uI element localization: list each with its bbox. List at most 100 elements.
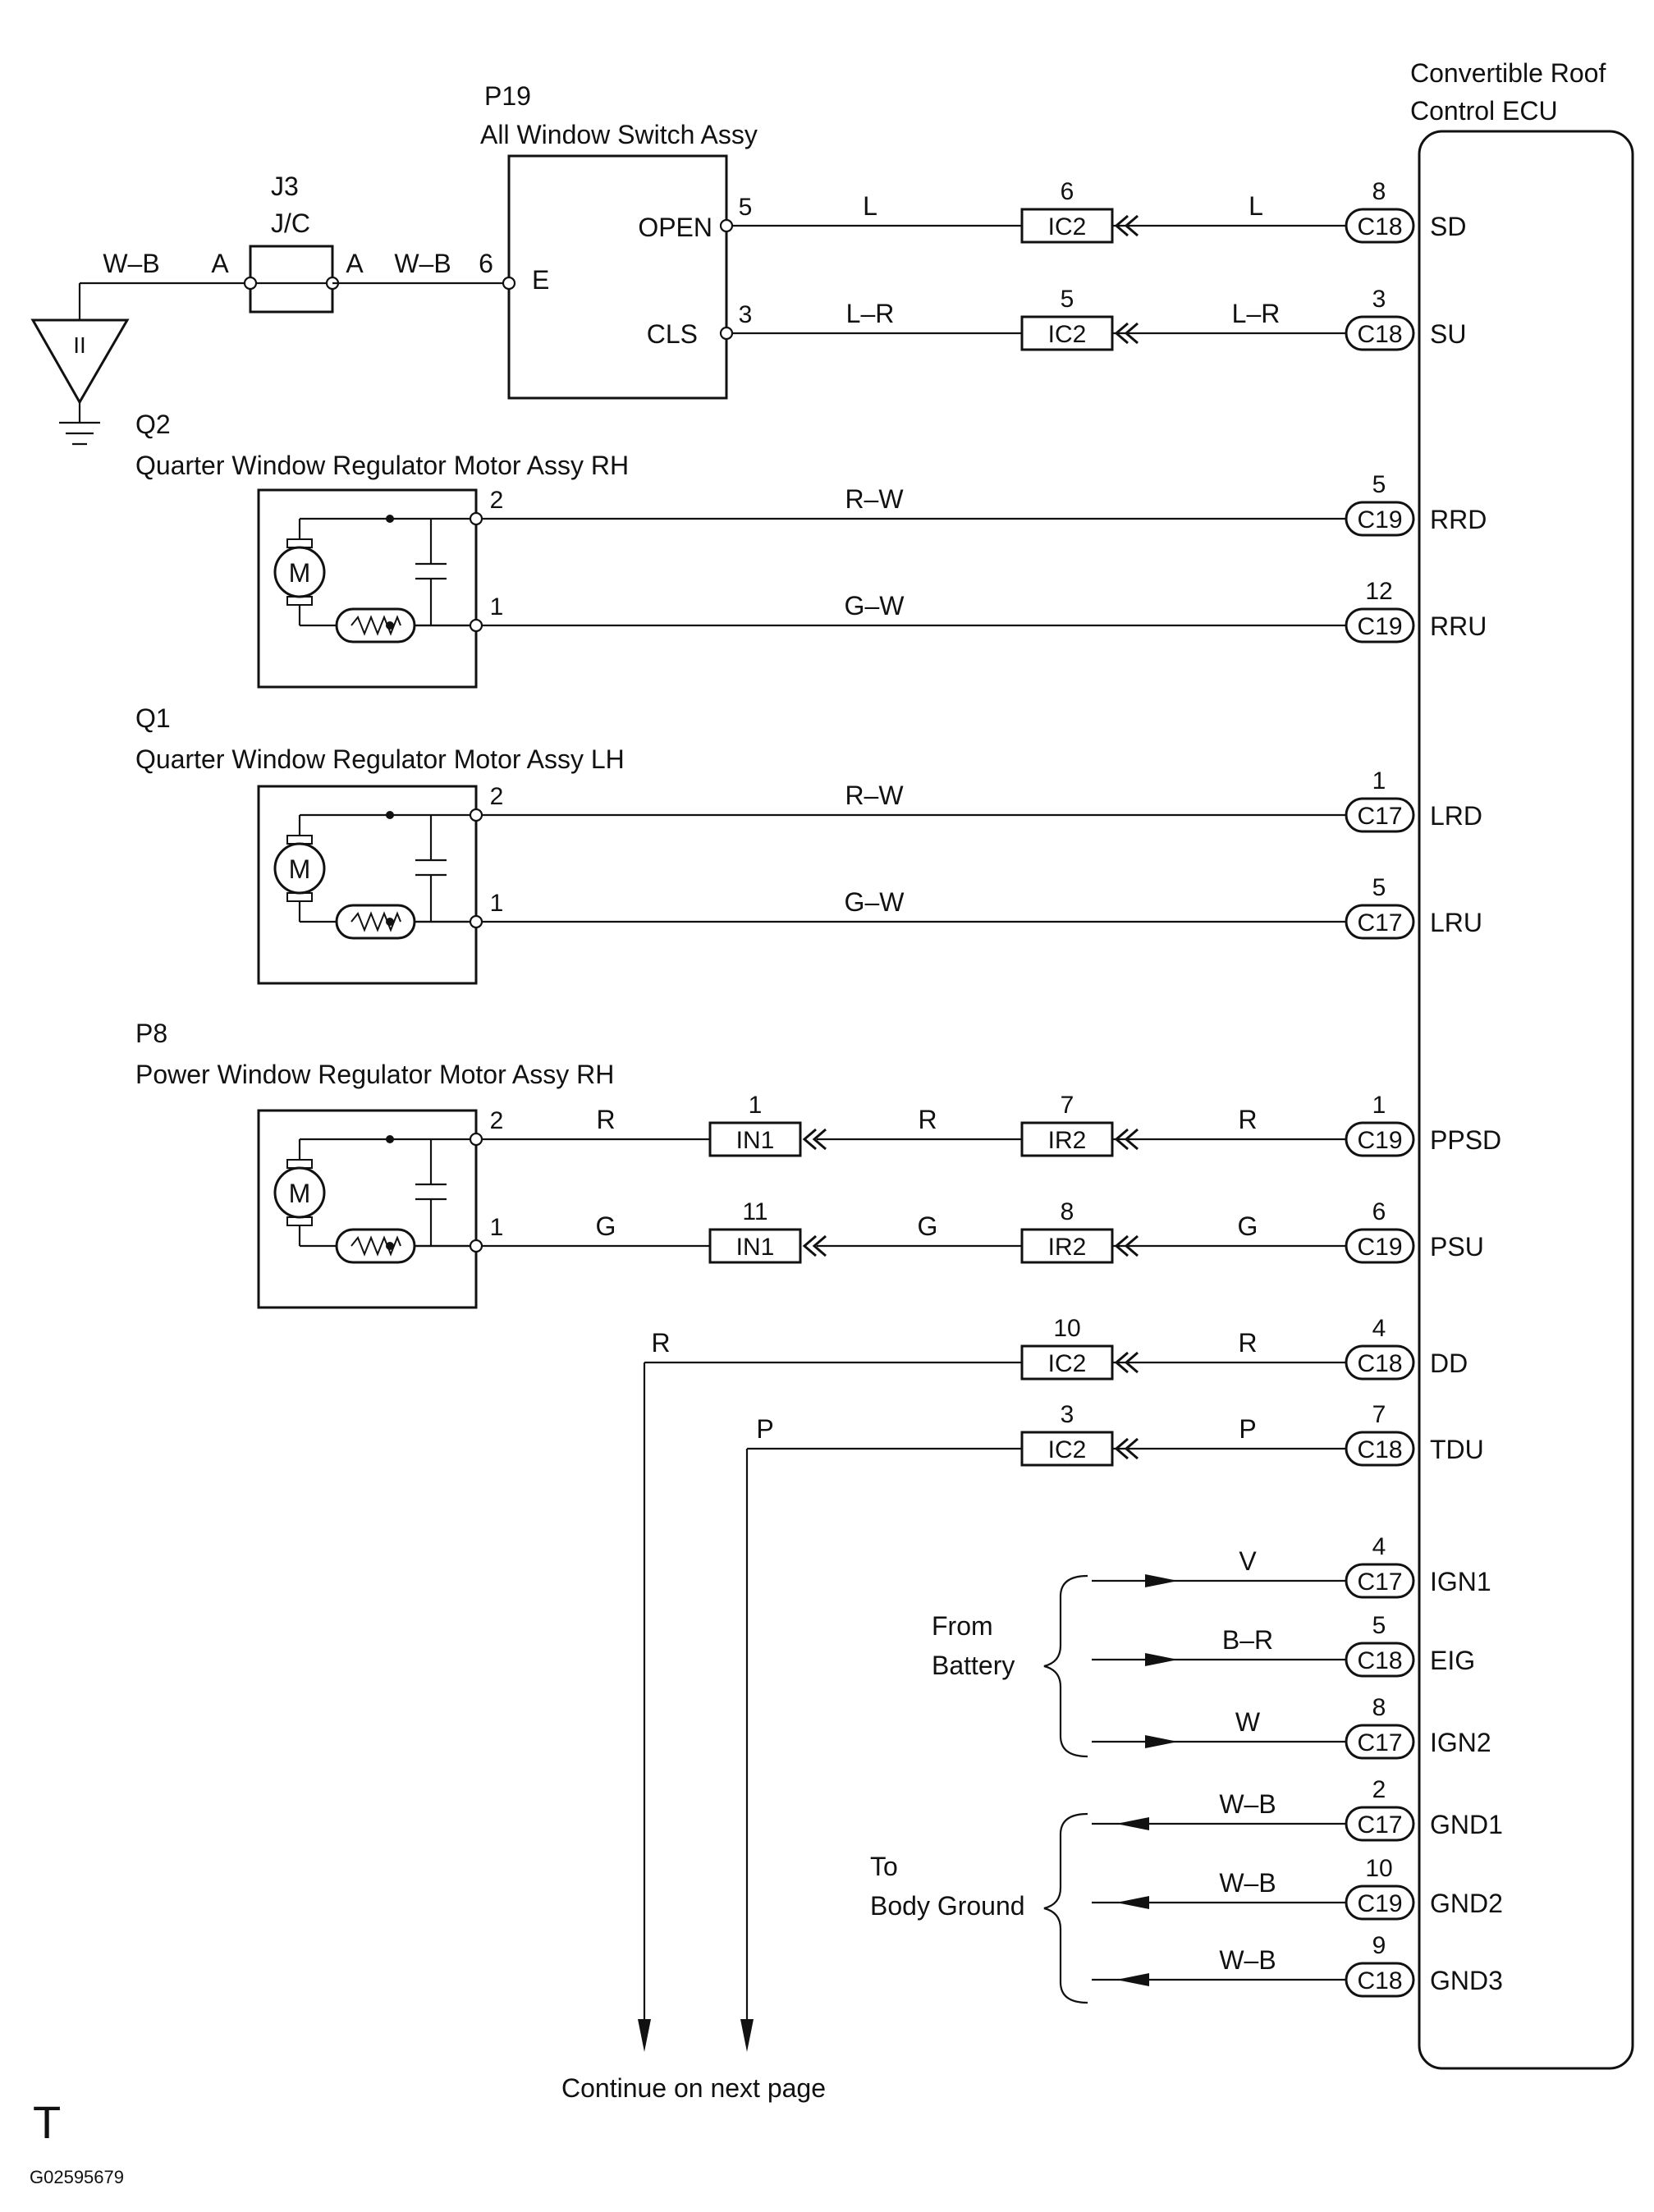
wire-color: G xyxy=(596,1211,616,1241)
ecu-connector-icon xyxy=(1345,904,1415,940)
ecu-terminal: PPSD xyxy=(1430,1125,1501,1155)
ecu-connector-code: C19 xyxy=(1357,613,1402,640)
window-switch: P19 All Window Switch Assy E OPEN CLS xyxy=(480,81,758,400)
svg-text:W–B: W–B xyxy=(394,249,451,278)
ecu-connector-code: C19 xyxy=(1357,506,1402,534)
motor-pin: 1 xyxy=(490,593,504,621)
svg-text:A: A xyxy=(211,249,229,278)
ecu-terminal: IGN1 xyxy=(1430,1567,1491,1596)
ecu-terminal: RRD xyxy=(1430,505,1487,534)
ecu-connector-icon xyxy=(1345,208,1415,244)
motor-q2: Q2 Quarter Window Regulator Motor Assy R… xyxy=(135,410,629,689)
ecu-connector-code: C18 xyxy=(1357,1350,1402,1377)
wire-color: P xyxy=(1239,1414,1256,1444)
inline-connector-code: IC2 xyxy=(1048,1350,1087,1377)
ecu-pin-number: 5 xyxy=(1372,1612,1386,1639)
inline-pin-number: 6 xyxy=(1061,178,1074,205)
motor-pin: 2 xyxy=(490,1107,504,1134)
wire-color: W xyxy=(1235,1707,1261,1737)
ground-group: To Body Ground xyxy=(870,1812,1088,2004)
ground-label: To xyxy=(870,1852,898,1881)
inline-connector-icon xyxy=(1020,208,1114,244)
ecu-terminal: SU xyxy=(1430,319,1466,349)
motor-pin: 1 xyxy=(490,1214,504,1241)
ecu-connector-code: C17 xyxy=(1357,1729,1402,1756)
inline-connector-icon xyxy=(1020,315,1114,351)
battery-group: From Battery xyxy=(932,1574,1088,1758)
inline-pin-number: 8 xyxy=(1061,1198,1074,1225)
junction-code: J3 xyxy=(271,172,299,201)
ecu-terminal: PSU xyxy=(1430,1232,1484,1262)
wire-color: B–R xyxy=(1222,1625,1273,1655)
junction-connector: J3 J/C A A W–B W–B 6 xyxy=(80,172,509,314)
junction-name: J/C xyxy=(271,208,310,238)
ecu-connector-icon xyxy=(1345,1563,1415,1599)
svg-text:CLS: CLS xyxy=(647,319,698,349)
wire-color: R xyxy=(651,1328,670,1358)
switch-pin: 3 xyxy=(739,301,753,328)
wire-color: V xyxy=(1239,1546,1257,1576)
wire-color: R–W xyxy=(845,484,904,514)
manufacturer-logo: T xyxy=(33,2096,61,2148)
inline-connector-icon xyxy=(708,1228,802,1264)
ecu-pin-number: 4 xyxy=(1372,1533,1386,1560)
ecu-pin-number: 5 xyxy=(1372,471,1386,498)
motor-p8: P8 Power Window Regulator Motor Assy RH xyxy=(135,1019,614,1309)
ecu-pin-number: 9 xyxy=(1372,1932,1386,1959)
svg-text:Body Ground: Body Ground xyxy=(870,1891,1025,1921)
wire-color: G–W xyxy=(845,887,905,917)
ecu-connector-code: C18 xyxy=(1357,213,1402,240)
ecu-pin-number: 6 xyxy=(1372,1198,1386,1225)
ecu-connector-icon xyxy=(1345,797,1415,833)
ecu-terminal: LRU xyxy=(1430,908,1482,937)
ecu-connector-code: C18 xyxy=(1357,1647,1402,1674)
ecu-terminal: SD xyxy=(1430,212,1466,241)
ecu-terminal: LRD xyxy=(1430,801,1482,831)
motor-pin: 2 xyxy=(490,487,504,514)
wire-color: G–W xyxy=(845,591,905,621)
ecu-terminal: GND2 xyxy=(1430,1889,1503,1918)
ecu-connector-code: C18 xyxy=(1357,321,1402,348)
ecu-pin-number: 8 xyxy=(1372,1694,1386,1721)
ecu-terminal: TDU xyxy=(1430,1435,1484,1464)
ground-symbol-icon: II xyxy=(30,283,130,446)
ecu-terminal: RRU xyxy=(1430,611,1487,641)
ecu-connector-icon xyxy=(1345,501,1415,537)
ecu-connector-code: C17 xyxy=(1357,1811,1402,1839)
ecu-terminal: GND3 xyxy=(1430,1966,1503,1995)
ecu-terminal: DD xyxy=(1430,1349,1468,1378)
wire-color: L–R xyxy=(846,299,895,328)
ecu-terminal: GND1 xyxy=(1430,1810,1503,1839)
ecu-pin-number: 8 xyxy=(1372,178,1386,205)
wire-color: R–W xyxy=(845,781,904,810)
inline-connector-code: IC2 xyxy=(1048,1436,1087,1463)
wire-color: R xyxy=(1238,1105,1257,1134)
ecu-connector-icon xyxy=(1345,607,1415,643)
svg-text:E: E xyxy=(532,265,549,295)
ecu-connector-code: C18 xyxy=(1357,1967,1402,1994)
ecu-connector-code: C19 xyxy=(1357,1234,1402,1261)
inline-connector-icon xyxy=(708,1121,802,1157)
ecu-connector-code: C19 xyxy=(1357,1890,1402,1917)
inline-pin-number: 11 xyxy=(742,1198,767,1225)
inline-pin-number: 10 xyxy=(1053,1315,1080,1342)
svg-text:II: II xyxy=(73,332,86,358)
battery-label: From xyxy=(932,1611,993,1641)
ecu-connector-code: C17 xyxy=(1357,1569,1402,1596)
svg-text:Battery: Battery xyxy=(932,1651,1015,1680)
inline-connector-icon xyxy=(1020,1344,1114,1381)
inline-connector-code: IC2 xyxy=(1048,321,1087,348)
ecu-connector-icon xyxy=(1345,1344,1415,1381)
